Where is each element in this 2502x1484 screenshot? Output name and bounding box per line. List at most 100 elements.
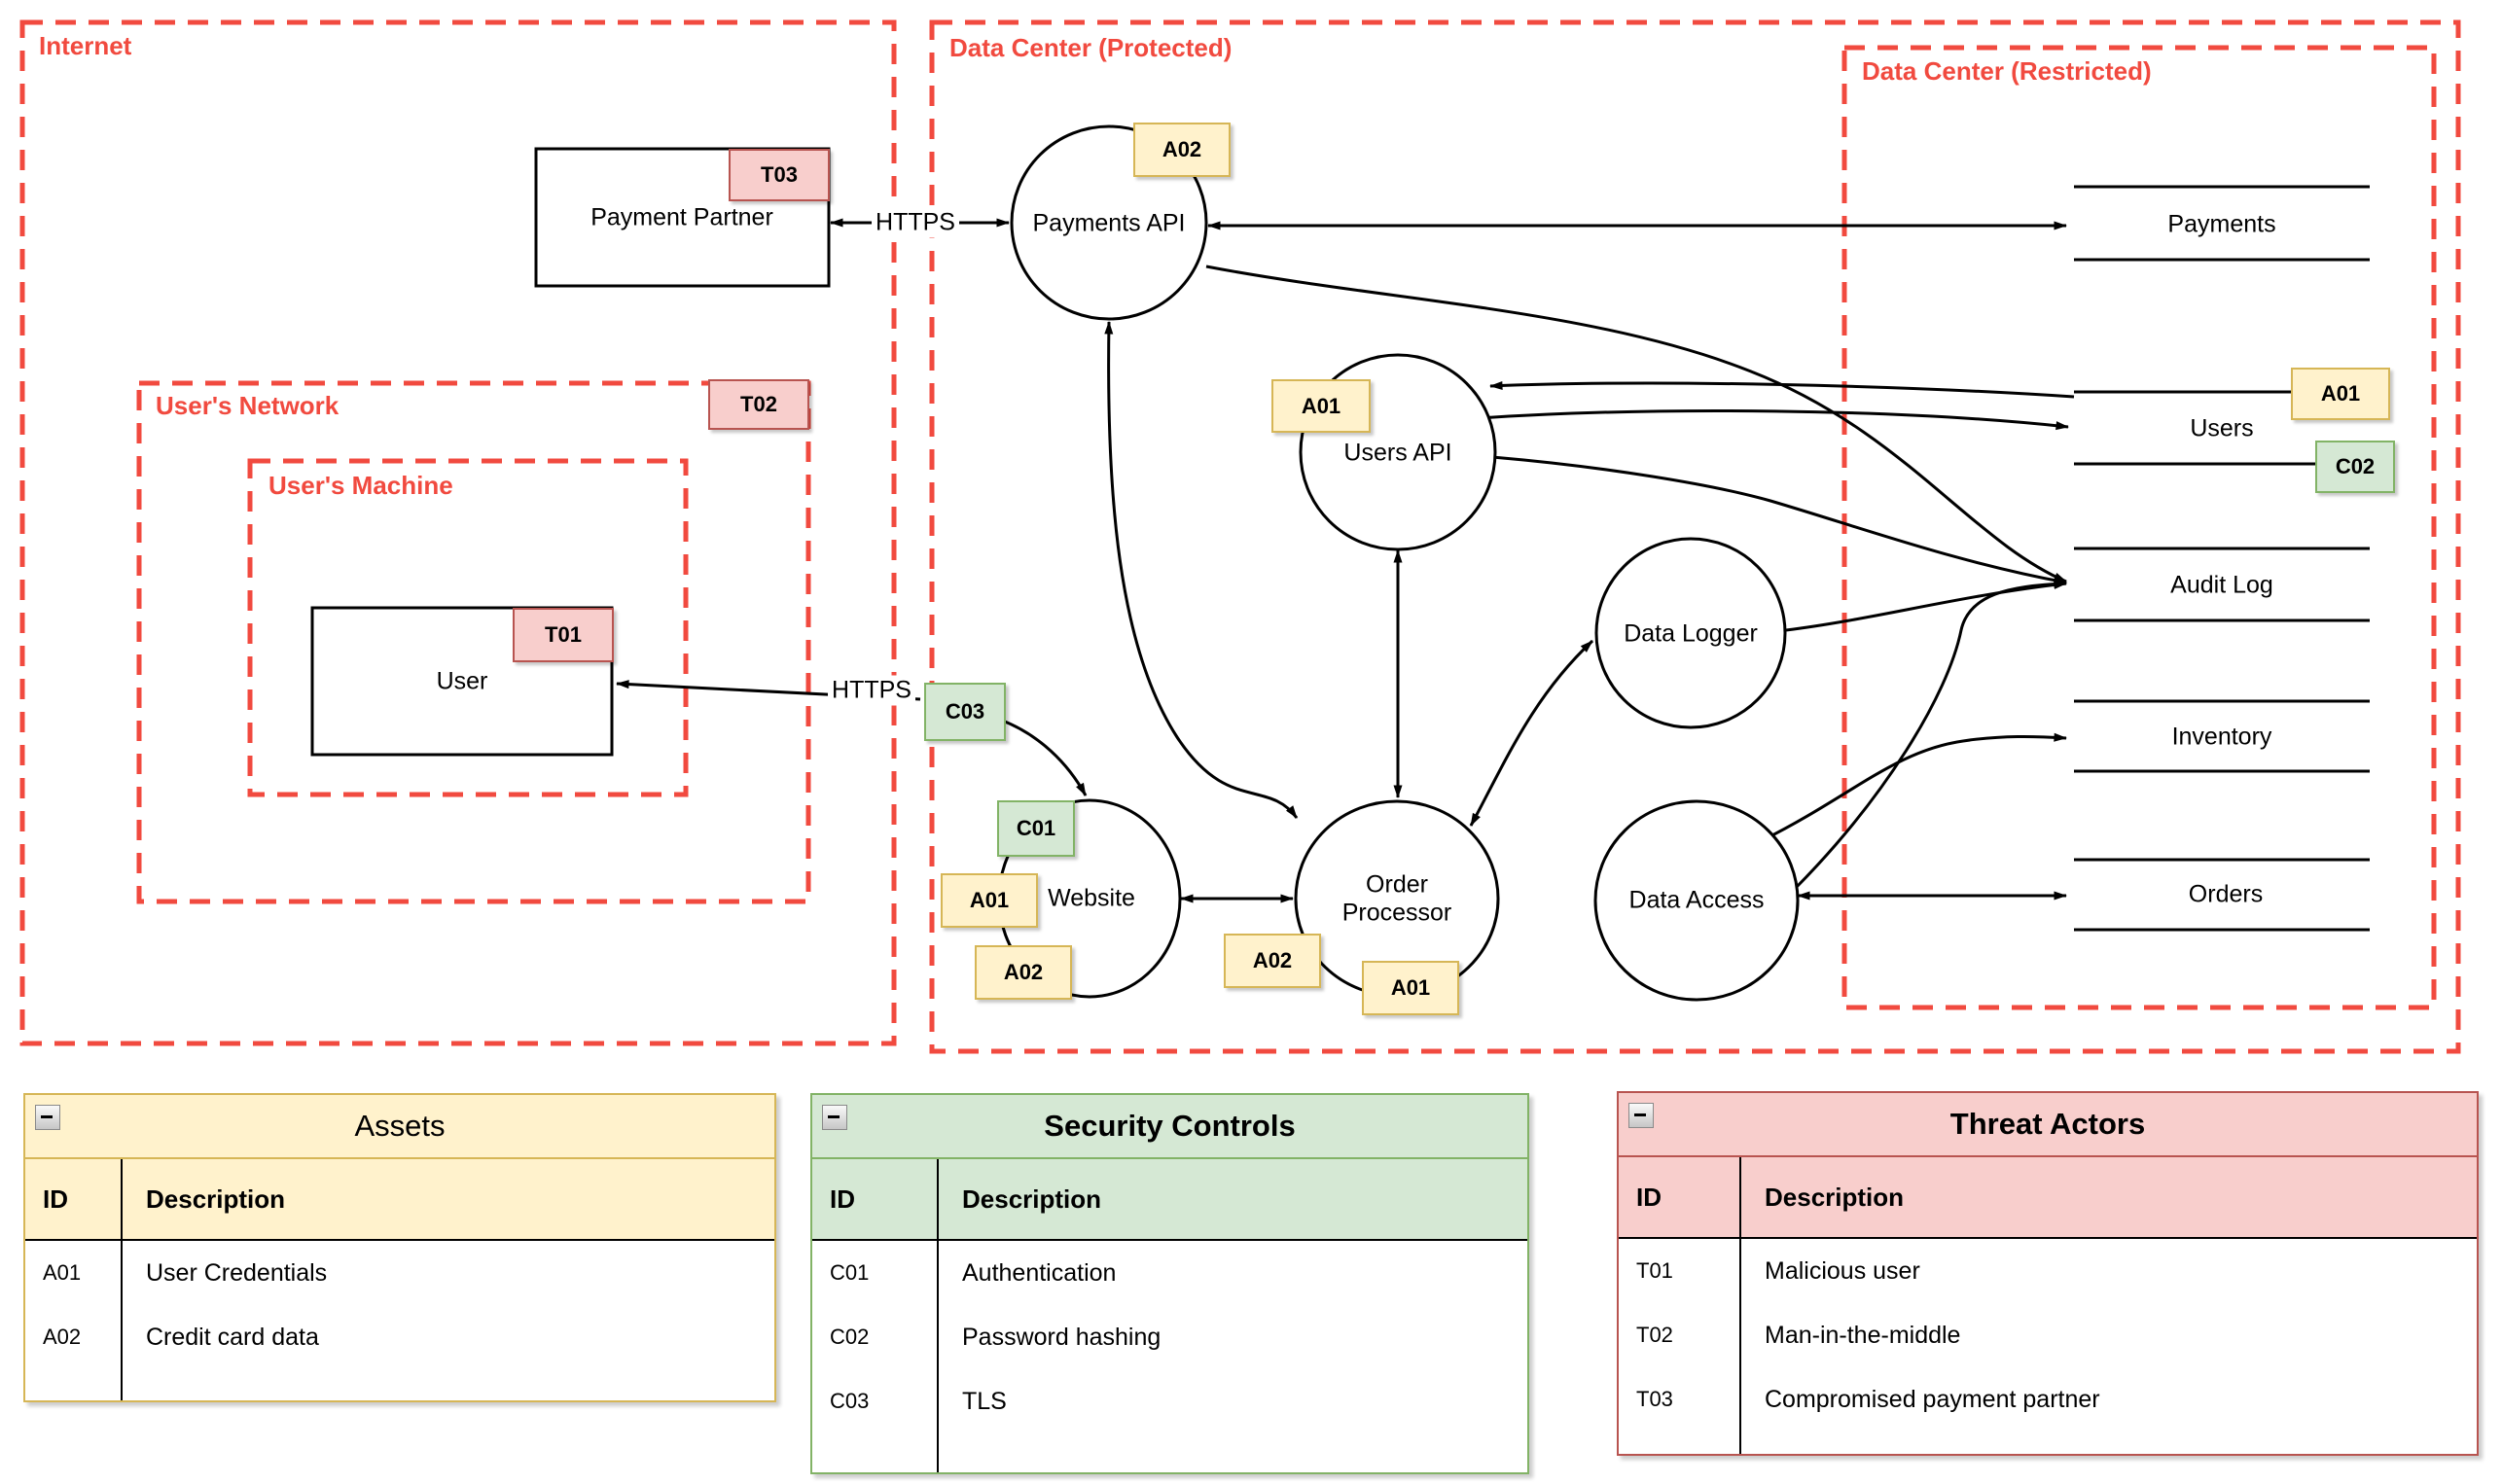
store-inventory[interactable] xyxy=(2074,699,2370,773)
boundary-label-dc-restricted: Data Center (Restricted) xyxy=(1862,56,2152,86)
table-row: C01 Authentication xyxy=(812,1241,1527,1305)
row-id: A01 xyxy=(25,1241,123,1305)
edge-c03-website[interactable] xyxy=(999,718,1088,796)
security-controls-table: Security Controls ID Description C01 Aut… xyxy=(810,1093,1529,1474)
collapse-minus-icon[interactable] xyxy=(35,1105,60,1130)
node-label-data-logger: Data Logger xyxy=(1624,619,1758,648)
badge-a01-order-processor[interactable]: A01 xyxy=(1362,961,1459,1015)
edge-orderprocessor-datalogger[interactable] xyxy=(1469,639,1594,827)
table-row: C02 Password hashing xyxy=(812,1305,1527,1369)
row-id: C02 xyxy=(812,1305,939,1369)
collapse-minus-icon[interactable] xyxy=(822,1105,847,1130)
row-id: C03 xyxy=(812,1369,939,1433)
node-data-access[interactable] xyxy=(1593,799,1800,1002)
store-payments[interactable] xyxy=(2074,185,2370,262)
security-controls-title: Security Controls xyxy=(1044,1109,1296,1143)
row-description: Password hashing xyxy=(962,1323,1162,1351)
table-filler xyxy=(1619,1431,2477,1454)
boundary-internet[interactable] xyxy=(19,19,897,1046)
boundary-dc-restricted[interactable] xyxy=(1841,45,2437,1010)
row-description: Credit card data xyxy=(146,1323,319,1351)
edge-paymentsapi-auditlog[interactable] xyxy=(1205,265,2067,583)
node-label-data-access: Data Access xyxy=(1628,886,1765,914)
column-header-id: ID xyxy=(25,1159,123,1239)
row-description: TLS xyxy=(962,1387,1007,1415)
store-label-users: Users xyxy=(2190,414,2254,442)
badge-t03-payment-partner[interactable]: T03 xyxy=(729,149,830,201)
table-filler xyxy=(812,1433,1527,1472)
boundary-label-users-machine: User's Machine xyxy=(268,471,453,500)
node-data-logger[interactable] xyxy=(1594,537,1787,729)
store-label-orders: Orders xyxy=(2188,880,2264,908)
assets-table-header: ID Description xyxy=(25,1159,774,1241)
edge-usersapi-users-store[interactable] xyxy=(1478,409,2069,431)
column-header-id: ID xyxy=(1619,1157,1741,1237)
row-description: User Credentials xyxy=(146,1258,328,1287)
node-label-user: User xyxy=(436,667,488,695)
boundary-label-dc-protected: Data Center (Protected) xyxy=(949,33,1233,62)
threat-actors-header: ID Description xyxy=(1619,1157,2477,1239)
edge-dataaccess-inventory[interactable] xyxy=(1762,732,2067,842)
assets-table: Assets ID Description A01 User Credentia… xyxy=(23,1093,776,1402)
row-description: Malicious user xyxy=(1765,1256,1920,1285)
boundary-label-users-network: User's Network xyxy=(156,391,340,420)
edge-label-https-payment: HTTPS xyxy=(872,207,959,238)
node-label-payment-partner: Payment Partner xyxy=(590,203,773,231)
badge-a01-users-store[interactable]: A01 xyxy=(2291,368,2390,420)
edge-label-https-user: HTTPS xyxy=(828,675,915,706)
row-id: T03 xyxy=(1619,1367,1741,1431)
edge-datalogger-auditlog[interactable] xyxy=(1785,580,2067,632)
row-description: Man-in-the-middle xyxy=(1765,1321,1961,1349)
store-audit-log[interactable] xyxy=(2074,547,2370,622)
edge-usersapi-auditlog[interactable] xyxy=(1491,455,2067,585)
edge-paymentsapi-orderprocessor[interactable] xyxy=(1104,321,1299,819)
store-orders[interactable] xyxy=(2074,858,2370,932)
table-filler xyxy=(25,1369,774,1400)
node-label-payments-api: Payments API xyxy=(1032,209,1186,237)
collapse-minus-icon[interactable] xyxy=(1628,1103,1654,1128)
row-id: T01 xyxy=(1619,1239,1741,1303)
table-row: T02 Man-in-the-middle xyxy=(1619,1303,2477,1367)
store-label-inventory: Inventory xyxy=(2171,723,2272,751)
badge-a02-order-processor[interactable]: A02 xyxy=(1224,934,1321,988)
badge-c03-https-edge[interactable]: C03 xyxy=(924,683,1006,741)
badge-c01-website[interactable]: C01 xyxy=(997,800,1075,857)
badge-a01-website[interactable]: A01 xyxy=(941,873,1038,928)
badge-t01-user[interactable]: T01 xyxy=(513,608,614,662)
row-id: C01 xyxy=(812,1241,939,1305)
edge-dataaccess-auditlog[interactable] xyxy=(1793,579,2067,891)
table-row: A01 User Credentials xyxy=(25,1241,774,1305)
node-label-website: Website xyxy=(1048,884,1135,912)
badge-c02-users-store[interactable]: C02 xyxy=(2315,441,2395,493)
column-header-description: Description xyxy=(1765,1182,1905,1212)
threat-actors-table: Threat Actors ID Description T01 Malicio… xyxy=(1617,1091,2479,1456)
edge-users-store-usersapi[interactable] xyxy=(1489,380,2075,399)
threat-actors-titlebar: Threat Actors xyxy=(1619,1093,2477,1157)
badge-a02-payments-api[interactable]: A02 xyxy=(1133,123,1231,177)
column-header-description: Description xyxy=(962,1184,1102,1214)
boundary-dc-protected[interactable] xyxy=(929,19,2461,1054)
node-label-users-api: Users API xyxy=(1343,439,1452,467)
row-id: A02 xyxy=(25,1305,123,1369)
badge-t02-users-network[interactable]: T02 xyxy=(708,379,809,430)
store-label-payments: Payments xyxy=(2167,210,2276,238)
row-description: Authentication xyxy=(962,1258,1117,1287)
boundary-users-network[interactable] xyxy=(136,380,811,904)
assets-table-titlebar: Assets xyxy=(25,1095,774,1159)
column-header-id: ID xyxy=(812,1159,939,1239)
store-label-audit-log: Audit Log xyxy=(2170,571,2273,599)
column-header-description: Description xyxy=(146,1184,286,1214)
security-controls-titlebar: Security Controls xyxy=(812,1095,1527,1159)
badge-a02-website[interactable]: A02 xyxy=(975,945,1072,1000)
row-description: Compromised payment partner xyxy=(1765,1385,2100,1413)
assets-table-title: Assets xyxy=(354,1109,446,1143)
boundary-label-internet: Internet xyxy=(39,31,132,60)
boundary-users-machine[interactable] xyxy=(247,458,689,797)
table-row: T03 Compromised payment partner xyxy=(1619,1367,2477,1431)
table-row: A02 Credit card data xyxy=(25,1305,774,1369)
security-controls-header: ID Description xyxy=(812,1159,1527,1241)
badge-a01-users-api[interactable]: A01 xyxy=(1271,379,1371,433)
row-id: T02 xyxy=(1619,1303,1741,1367)
